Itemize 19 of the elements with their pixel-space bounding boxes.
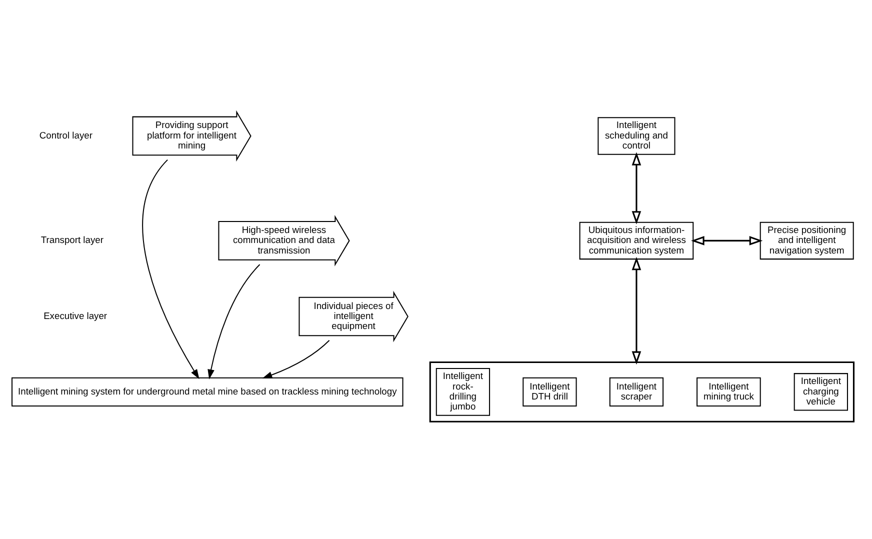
node-box: Intelligent DTH drill: [522, 376, 577, 406]
label: Transport layer: [40, 234, 104, 245]
node-box: Intelligent scraper: [609, 376, 664, 406]
node-box: Intelligent scheduling and control: [598, 116, 676, 154]
node-box: Precise positioning and intelligent navigation system: [760, 221, 854, 260]
arrow: [262, 339, 330, 378]
node-box: Ubiquitous information-acquisition and wireless communication system: [579, 221, 694, 260]
arrow: [632, 152, 642, 224]
arrow: [142, 158, 200, 379]
label: Executive layer: [44, 310, 108, 320]
cluster: [429, 360, 855, 422]
node-box: Intelligent mining system for underground metal mine based on trackless mining technology: [12, 376, 404, 406]
label: Control layer: [39, 130, 92, 140]
arrow: [691, 236, 763, 245]
node-box: Intelligent charging vehicle: [794, 372, 848, 410]
node-box: Intelligent mining truck: [696, 376, 761, 406]
arrow: [632, 256, 642, 364]
node-box: Intelligent rock-drilling jumbo: [436, 367, 490, 416]
arrow: [208, 264, 260, 379]
